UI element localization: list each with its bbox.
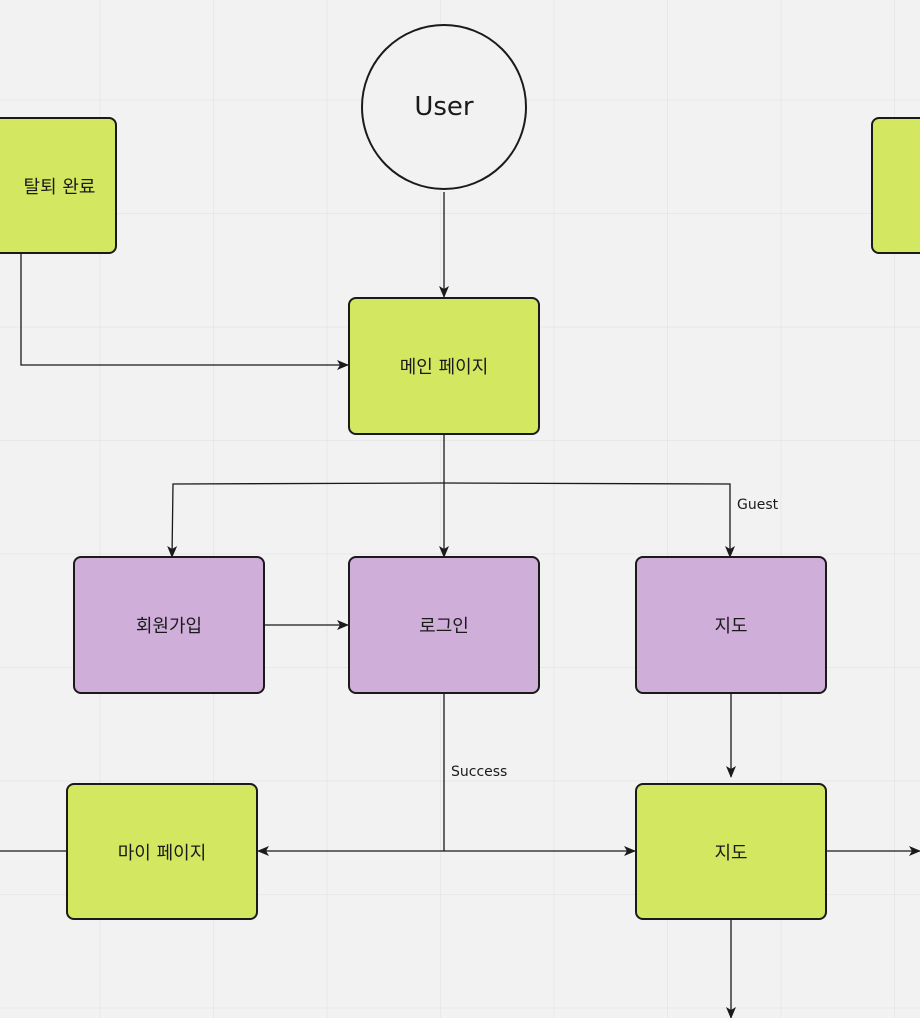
main-page-label: 메인 페이지 xyxy=(399,357,489,378)
my-page-node[interactable]: 마이 페이지 xyxy=(66,783,258,920)
map-node[interactable]: 지도 xyxy=(635,783,827,920)
withdraw-done-node[interactable]: 탈퇴 완료 xyxy=(0,117,117,254)
my-page-label: 마이 페이지 xyxy=(117,842,207,864)
login-node[interactable]: 로그인 xyxy=(348,556,540,694)
login-label: 로그인 xyxy=(419,616,469,637)
edge-label-guest: Guest xyxy=(735,497,781,513)
edge-withdraw-to-main xyxy=(20,253,349,370)
right-partial-node[interactable] xyxy=(871,117,920,254)
map-guest-label: 지도 xyxy=(714,616,748,637)
withdraw-done-label: 탈퇴 완료 xyxy=(23,176,96,198)
signup-label: 회원가입 xyxy=(135,616,203,637)
map-label: 지도 xyxy=(714,842,748,864)
map-guest-node[interactable]: 지도 xyxy=(635,556,827,694)
edge-label-success: Success xyxy=(449,764,510,780)
signup-node[interactable]: 회원가입 xyxy=(73,556,265,694)
edge-main-to-map-guest xyxy=(443,482,735,558)
user-node-label: User xyxy=(414,92,474,122)
user-node[interactable]: User xyxy=(361,24,527,190)
edge-main-to-signup xyxy=(167,482,445,558)
main-page-node[interactable]: 메인 페이지 xyxy=(348,297,540,435)
